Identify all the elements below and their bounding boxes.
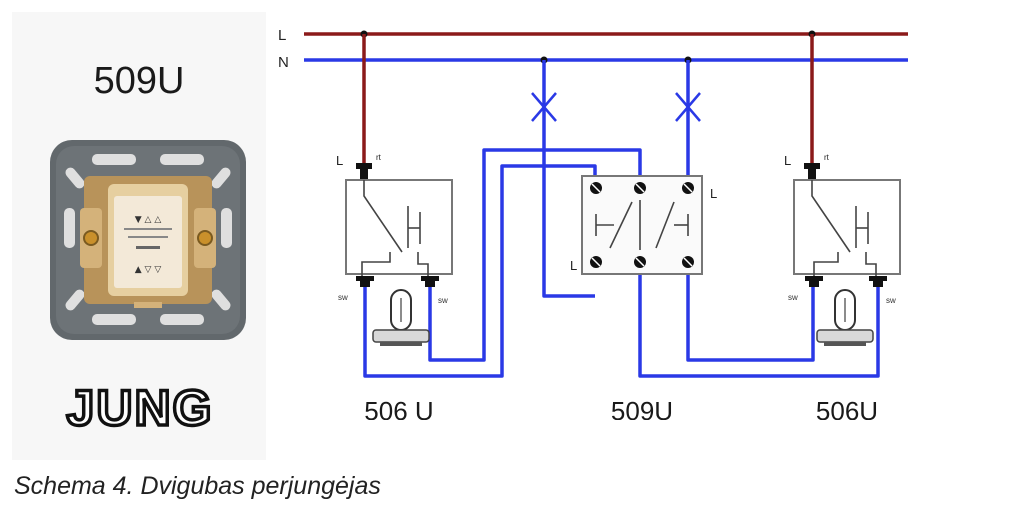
product-model-title: 509U xyxy=(93,60,185,102)
product-panel: 509U ▼ △ △ ▲ ▽ ▽ JUNG xyxy=(12,12,266,460)
terminal-label-left-l: L xyxy=(336,153,343,168)
figure-caption: Schema 4. Dvigubas perjungėjas xyxy=(14,472,381,500)
terminal-label-509u-l-bottom: L xyxy=(570,258,577,273)
device-506u-right-housing xyxy=(793,179,901,275)
terminal-label-right-rt: rt xyxy=(824,153,830,162)
device-label-506u-right: 506U xyxy=(816,396,878,420)
bus-label-neutral: N xyxy=(278,54,289,71)
terminal-label-right-l: L xyxy=(784,153,791,168)
wiring-diagram: L N L rt sw xyxy=(278,27,908,420)
switch-photo: ▼ △ △ ▲ ▽ ▽ xyxy=(50,140,246,340)
terminal-label-sw: sw xyxy=(438,296,448,305)
terminal-label-left-rt: rt xyxy=(376,153,382,162)
lamp-left xyxy=(372,289,430,346)
device-label-506u-left: 506 U xyxy=(364,396,433,420)
wire-506u-right-sw2 xyxy=(686,262,815,362)
wire-crossings xyxy=(531,92,701,122)
traveller-wiring xyxy=(363,60,880,378)
device-506u-right: L rt sw sw xyxy=(784,153,901,346)
wire-neutral-to-509u-left xyxy=(542,60,595,298)
bus-label-phase: L xyxy=(278,27,286,44)
terminal-label-sw: sw xyxy=(788,293,798,302)
module-mark-top: ▼ △ △ xyxy=(135,215,162,225)
terminal-label-509u-l-top: L xyxy=(710,186,717,201)
terminal-label-sw: sw xyxy=(886,296,896,305)
terminal-label-sw: sw xyxy=(338,293,348,302)
wire-506u-right-sw1 xyxy=(638,262,880,378)
wire-506u-left-sw1 xyxy=(428,148,642,362)
device-509u: L L xyxy=(570,175,717,275)
device-506u-left: L rt sw sw xyxy=(336,153,453,346)
device-label-509u: 509U xyxy=(611,396,673,420)
brand-wordmark: JUNG xyxy=(67,382,214,434)
module-mark-bottom: ▲ ▽ ▽ xyxy=(135,265,162,275)
module-label-plate xyxy=(114,196,182,288)
lamp-right xyxy=(816,289,874,346)
wire-506u-left-sw2 xyxy=(363,164,597,378)
device-506u-left-housing xyxy=(345,179,453,275)
jung-logo: JUNG xyxy=(65,382,214,434)
